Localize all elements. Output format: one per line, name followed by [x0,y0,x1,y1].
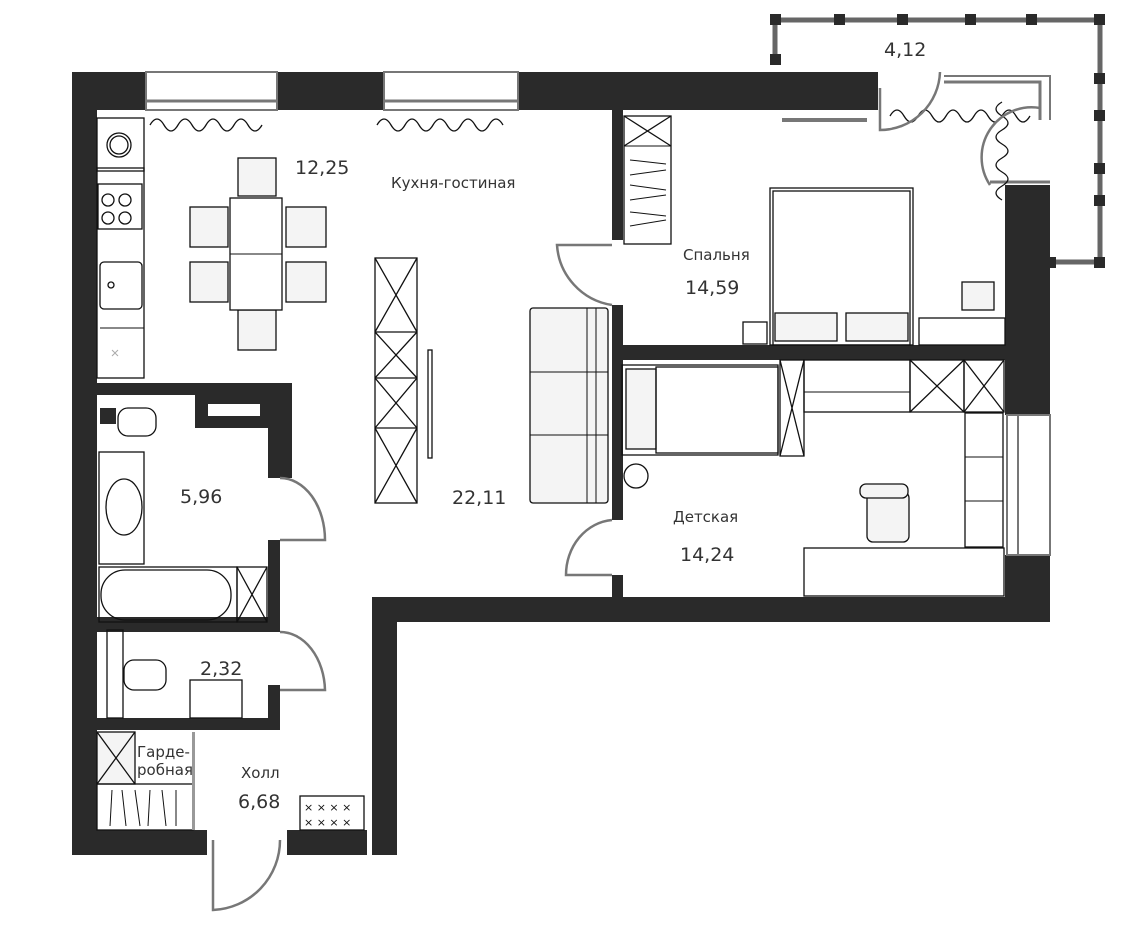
bedroom-name: Спальня [683,246,750,264]
kitchen-area: 12,25 [295,157,349,179]
walls [72,72,1050,855]
wc-area: 2,32 [200,658,242,680]
kids-furniture [621,359,1005,597]
sofa [529,307,609,504]
wardrobe-name-2: робная [137,761,193,779]
kitchen-living-name: Кухня-гостиная [391,174,515,192]
bathroom-furniture [98,407,268,719]
balcony-frame [770,14,1105,268]
kids-name: Детская [673,508,738,526]
curtains [149,101,1031,201]
hall-area: 6,68 [238,791,280,813]
wardrobe-name-1: Гарде- [137,743,190,761]
wardrobe-furniture: × × × × × × × × [96,731,365,831]
svg-text:× × × ×: × × × × [304,816,351,829]
living-area: 22,11 [452,487,506,509]
bedroom-area: 14,59 [685,277,739,299]
balcony-area: 4,12 [884,39,926,61]
kids-area: 14,24 [680,544,734,566]
bedroom-furniture [623,115,1006,346]
kitchen-furniture [96,117,145,379]
svg-text:× × × ×: × × × × [304,801,351,814]
doors [211,71,1041,912]
windows [145,71,1051,556]
dining-table [189,157,327,351]
bathroom-area: 5,96 [180,486,222,508]
hall-name: Холл [241,764,280,782]
tv-cabinet [374,257,433,504]
